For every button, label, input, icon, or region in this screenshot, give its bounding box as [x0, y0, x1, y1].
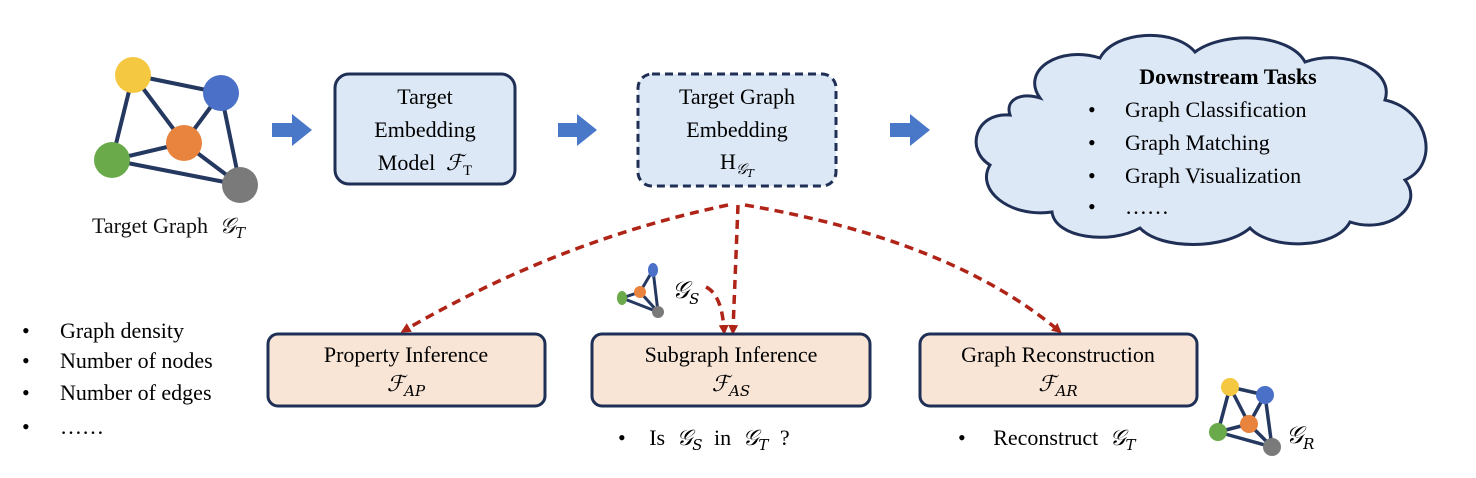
attack-symbol-subgraph: ℱ [712, 372, 733, 397]
subgraph-symbol: 𝒢 [672, 276, 693, 304]
reconstructed-node-gray [1263, 438, 1281, 456]
downstream-item-3: Graph Visualization [1125, 163, 1301, 188]
subgraph-question-suffix: ? [780, 425, 790, 450]
attack-arrow-subgraph [728, 204, 740, 335]
embedding-model-line2: Embedding [374, 117, 475, 142]
reconstructed-node-green [1209, 423, 1227, 441]
target-graph-caption: Target Graph 𝒢T [92, 213, 246, 242]
graph-embedding-symbol: H [720, 149, 736, 174]
subgraph-question-sym2: 𝒢 [743, 426, 762, 451]
flow-arrow-2 [558, 114, 597, 146]
subgraph-node-blue [648, 263, 658, 277]
reconstruct-caption: • Reconstruct 𝒢T [958, 425, 1136, 454]
reconstructed-graph-label: 𝒢R [1286, 421, 1314, 453]
attack-title-subgraph: Subgraph Inference [645, 342, 818, 367]
subgraph-subscript: S [689, 290, 699, 308]
downstream-bullet-1: • [1088, 97, 1096, 122]
graph-node-blue [203, 75, 239, 111]
graph-embedding-line1: Target Graph [679, 84, 795, 109]
target-graph-subscript: T [235, 224, 246, 242]
attack-symbol-subgraph-text: ℱAS [712, 372, 750, 400]
downstream-title: Downstream Tasks [1139, 64, 1317, 89]
downstream-item-4: …… [1125, 194, 1169, 219]
attack-arrows [400, 203, 1062, 335]
subgraph-question-sym1: 𝒢 [677, 426, 696, 451]
subgraph-label: 𝒢S [672, 276, 699, 308]
reconstruct-label: Reconstruct [993, 425, 1098, 450]
property-bullet-3: • [22, 380, 30, 405]
subgraph-question-bullet: • [618, 425, 626, 450]
graph-embedding-box: Target Graph Embedding H𝒢T [636, 72, 838, 188]
attack-symbol-property-text: ℱAP [387, 372, 426, 400]
attack-symbol-reconstruction: ℱ [1038, 372, 1059, 397]
property-item-2: Number of nodes [60, 348, 213, 373]
target-graph-label: Target Graph [92, 213, 208, 238]
attack-box-subgraph: Subgraph Inference ℱAS [590, 332, 872, 408]
attack-box-property: Property Inference ℱAP [266, 332, 547, 408]
downstream-bullet-4: • [1088, 194, 1096, 219]
flow-arrow-1 [272, 114, 312, 146]
subgraph-question-prefix: Is [649, 425, 665, 450]
subgraph-node-gray [652, 306, 664, 318]
subgraph-question: • Is 𝒢S in 𝒢T ? [618, 425, 790, 455]
reconstructed-graph [1209, 378, 1281, 456]
flow-arrow-3 [890, 114, 930, 146]
reconstruct-symbol: 𝒢 [1110, 426, 1129, 451]
graph-embedding-line2: Embedding [686, 117, 787, 142]
attack-box-reconstruction: Graph Reconstruction ℱAR [918, 332, 1199, 408]
property-list: • Graph density • Number of nodes • Numb… [22, 318, 213, 439]
embedding-model-subscript: T [463, 163, 472, 179]
property-bullet-1: • [22, 318, 30, 343]
attack-subscript-subgraph: AS [727, 382, 750, 400]
downstream-list: • Graph Classification • Graph Matching … [1088, 97, 1306, 219]
attack-title-property: Property Inference [324, 342, 488, 367]
embedding-model-box: Target Embedding Model ℱT [333, 72, 517, 186]
reconstructed-graph-symbol: 𝒢 [1286, 421, 1307, 449]
graph-node-gray [222, 167, 258, 203]
subgraph-question-sub2: T [758, 436, 769, 454]
subgraph-node-orange [634, 286, 646, 298]
graph-node-green [94, 142, 130, 178]
subgraph-question-sub1: S [692, 436, 702, 454]
attack-subscript-reconstruction: AR [1054, 382, 1078, 400]
subgraph-question-mid: in [714, 425, 731, 450]
embedding-model-symbol: ℱ [446, 151, 467, 176]
reconstruct-bullet: • [958, 425, 966, 450]
downstream-item-2: Graph Matching [1125, 130, 1270, 155]
reconstructed-node-blue [1256, 386, 1274, 404]
attack-arrow-reconstruction [744, 203, 1062, 334]
embedding-model-line3-text: Model ℱT [378, 150, 472, 179]
downstream-item-1: Graph Classification [1125, 97, 1306, 122]
graph-node-yellow [115, 57, 151, 93]
reconstructed-graph-subscript: R [1302, 435, 1314, 453]
property-bullet-2: • [22, 348, 30, 373]
attack-symbol-property: ℱ [387, 372, 408, 397]
graph-embedding-sub-sub: T [747, 167, 756, 180]
graph-embedding-symbol-text: H𝒢T [720, 149, 756, 180]
embedding-model-line1: Target [397, 84, 452, 109]
subgraph-to-attack-arrow [705, 285, 729, 335]
graph-node-orange [166, 125, 202, 161]
reconstructed-node-yellow [1221, 378, 1239, 396]
embedding-model-line3: Model [378, 150, 435, 175]
graph-embedding-sub-symbol: 𝒢 [736, 160, 749, 178]
target-graph [94, 57, 258, 203]
attack-title-reconstruction: Graph Reconstruction [961, 342, 1155, 367]
downstream-cloud: Downstream Tasks • Graph Classification … [974, 34, 1428, 246]
attack-symbol-reconstruction-text: ℱAR [1038, 372, 1077, 400]
reconstructed-node-orange [1240, 415, 1258, 433]
subgraph-small [617, 263, 664, 318]
downstream-bullet-3: • [1088, 163, 1096, 188]
attack-subscript-property: AP [402, 382, 426, 400]
downstream-bullet-2: • [1088, 130, 1096, 155]
property-item-4: …… [60, 414, 104, 439]
target-graph-symbol: 𝒢 [219, 214, 238, 239]
property-item-3: Number of edges [60, 380, 212, 405]
reconstruct-subscript: T [1125, 436, 1136, 454]
subgraph-node-green [617, 291, 627, 305]
property-bullet-4: • [22, 414, 30, 439]
property-item-1: Graph density [60, 318, 184, 343]
attack-arrow-property [400, 203, 729, 333]
